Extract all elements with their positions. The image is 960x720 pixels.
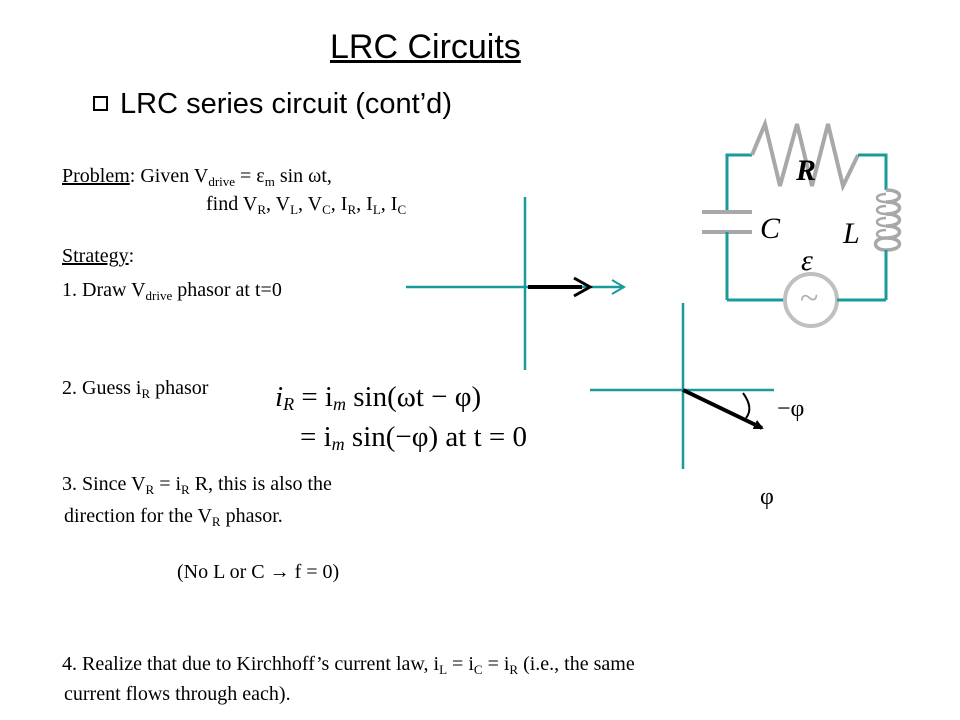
inductor-loops <box>875 192 887 240</box>
page-title: LRC Circuits <box>330 28 521 66</box>
ir-phasor-diagram <box>590 303 774 469</box>
problem-line-2: find VR, VL, VC, IR, IL, IC <box>206 193 407 217</box>
emf-label: ε <box>801 244 813 277</box>
vdrive-phasor-diagram <box>406 197 626 370</box>
inductor-label: L <box>843 217 860 250</box>
axis-arrowhead-1 <box>611 279 626 295</box>
ac-source-tilde-icon: ~ <box>800 280 819 317</box>
resistor-zigzag <box>750 117 860 192</box>
phase-angle-arc <box>742 392 751 419</box>
neg-phi-label: −φ <box>777 396 805 422</box>
step-3-line-1: 3. Since VR = iR R, this is also the <box>62 473 332 497</box>
step-3-line-2: direction for the VR phasor. <box>64 505 283 529</box>
subtitle: LRC series circuit (cont’d) <box>120 88 452 120</box>
capacitor-label: C <box>760 212 781 245</box>
top-wire-left <box>725 153 752 212</box>
step-1: 1. Draw Vdrive phasor at t=0 <box>62 279 282 303</box>
step-3-note: (No L or C → f = 0) <box>177 561 340 583</box>
top-wire-right <box>858 153 888 190</box>
step-4-line-1: 4. Realize that due to Kirchhoff’s curre… <box>62 653 635 677</box>
checkbox-bullet-icon <box>93 96 108 111</box>
problem-line-1: Problem: Given Vdrive = εm sin ωt, <box>62 165 332 189</box>
vdrive-arrow-tip <box>573 276 594 298</box>
phi-label: φ <box>760 484 774 510</box>
problem-label: Problem <box>62 165 130 187</box>
step-4-line-2: current flows through each). <box>64 683 291 705</box>
step-2: 2. Guess iR phasor <box>62 377 209 401</box>
equation-line-1: iR = im sin(ωt − φ) <box>275 381 482 414</box>
equation-line-2: = im sin(−φ) at t = 0 <box>300 421 528 454</box>
lrc-circuit-diagram <box>702 117 902 328</box>
resistor-label: R <box>796 154 817 187</box>
strategy-heading: Strategy: <box>62 245 135 267</box>
ir-phasor-arrow <box>682 388 764 430</box>
